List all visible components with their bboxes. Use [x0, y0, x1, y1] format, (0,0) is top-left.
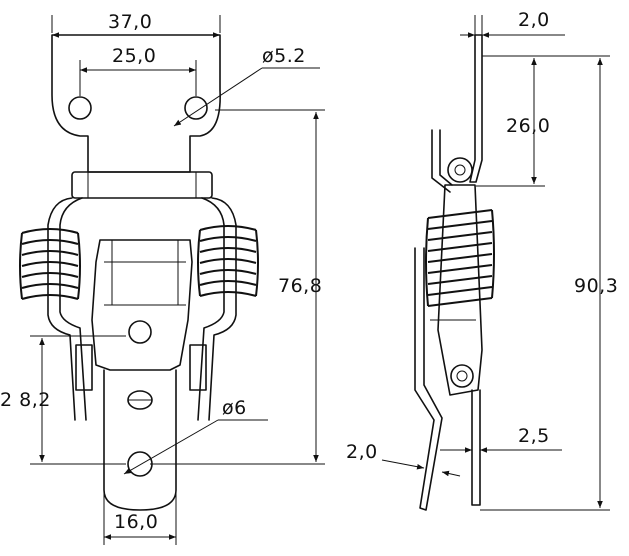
side-dimensions: [381, 15, 610, 511]
dim-thickness-hook: 2,0: [346, 441, 378, 463]
spring-left: [19, 228, 81, 300]
side-view: [414, 34, 495, 511]
lever-pivot-hole: [128, 320, 152, 344]
dim-width-bottom: 16,0: [114, 511, 158, 533]
front-view: [19, 34, 259, 511]
dim-hole-small: ø5.2: [262, 45, 306, 67]
side-upper-hook: [431, 129, 453, 193]
dim-height-lower: 2 8,2: [0, 389, 51, 411]
side-body: [437, 184, 483, 396]
dim-height-total-front: 76,8: [278, 275, 322, 297]
wire-frame-right: [197, 197, 237, 421]
dim-hole-large: ø6: [222, 397, 247, 419]
side-spring: [425, 209, 495, 307]
mount-hole-left: [68, 96, 92, 120]
mount-hole-right: [184, 96, 208, 120]
side-strap: [471, 389, 481, 506]
spring-right: [197, 225, 259, 297]
lever-body: [91, 239, 193, 371]
clip-left: [75, 344, 93, 391]
dim-thickness-top: 2,0: [518, 9, 550, 31]
dim-width-top: 37,0: [108, 11, 152, 33]
side-pivot: [447, 157, 473, 183]
hinge-barrel: [71, 171, 213, 199]
side-lower-hook: [414, 247, 443, 511]
clip-right: [189, 344, 207, 391]
side-top-plate: [469, 34, 483, 183]
hook-strap: [103, 369, 177, 511]
wire-frame-left: [47, 197, 87, 421]
front-dimensions: [30, 15, 325, 545]
side-lower-pivot: [450, 364, 474, 388]
strap-hole: [127, 451, 153, 477]
dim-height-upper-side: 26,0: [506, 115, 550, 137]
dim-height-total-side: 90,3: [574, 275, 618, 297]
dim-hole-spacing: 25,0: [112, 45, 156, 67]
dim-offset-hook: 2,5: [518, 425, 550, 447]
